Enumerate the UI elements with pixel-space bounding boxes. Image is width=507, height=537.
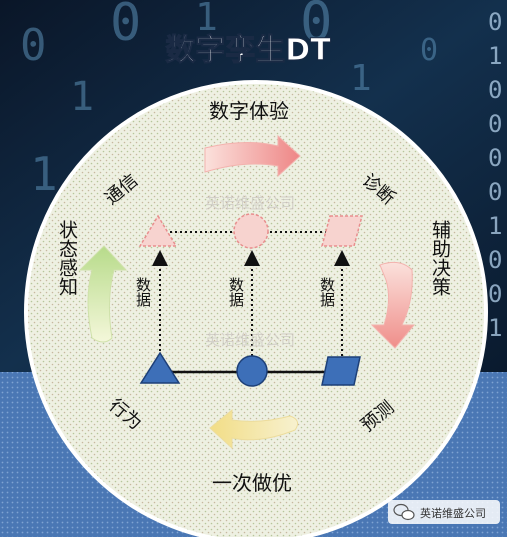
label-right: 辅助决策 [429,220,451,296]
right-column-digit: 0 [488,246,502,274]
virtual-parallelogram [321,215,363,247]
right-column-digit: 1 [488,314,502,342]
data-label-left: 数据 [134,277,152,308]
right-column-digit: 0 [488,76,502,104]
physical-circle [236,355,268,387]
binary-digit: 0 [420,33,438,68]
physical-parallelogram [321,356,361,386]
right-digit-column: 0 1 0 0 0 0 1 0 0 1 [488,8,502,342]
binary-digit: 0 [110,0,141,53]
label-top: 数字体验 [209,99,289,123]
arrow-top-right [204,134,301,178]
right-column-digit: 0 [488,144,502,172]
binary-digit: 0 [300,0,333,53]
watermark-upper: 英诺维盛公司 [205,194,295,212]
arrow-bottom-left [209,408,299,450]
binary-digit: 1 [70,74,94,120]
physical-triangle [139,351,181,384]
virtual-triangle [138,214,178,247]
watermark-lower: 英诺维盛公司 [205,331,295,349]
diagram-title: 数字孪生DT [165,33,331,68]
virtual-circle [233,213,269,249]
footer-brand: 英诺维盛公司 [388,500,500,524]
right-column-digit: 0 [488,110,502,138]
binary-digit: 1 [30,147,58,201]
binary-digit: 1 [350,58,372,99]
footer-brand-text: 英诺维盛公司 [420,506,486,520]
right-column-digit: 0 [488,280,502,308]
binary-digit: 1 [195,0,218,39]
right-column-digit: 1 [488,212,502,240]
label-bottom: 一次做优 [212,471,292,495]
right-column-digit: 0 [488,178,502,206]
data-label-middle: 数据 [227,277,245,308]
wechat-icon [393,503,415,521]
main-circle [24,80,488,537]
binary-digit: 0 [20,20,47,71]
right-column-digit: 0 [488,8,502,36]
arrow-right-down [370,261,416,349]
arrow-left-up [78,245,128,343]
label-left: 状态感知 [56,220,78,296]
right-column-digit: 1 [488,42,502,70]
data-label-right: 数据 [318,277,336,308]
